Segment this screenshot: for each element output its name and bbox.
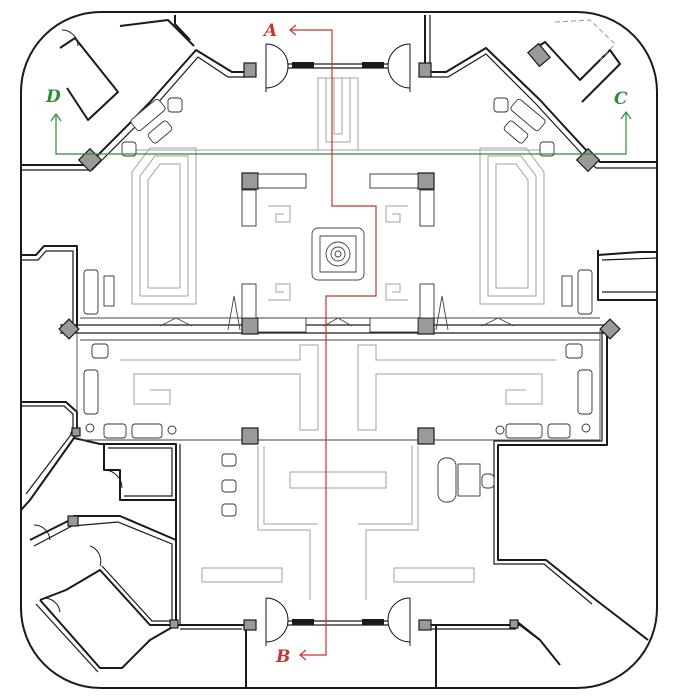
plan-frame: [20, 11, 658, 689]
section-label-a: A: [262, 21, 277, 41]
section-label-b: B: [275, 647, 290, 667]
floor-pattern-upper: [130, 77, 546, 305]
furniture: [83, 97, 593, 517]
section-label-d: D: [45, 87, 61, 107]
doors: [33, 29, 411, 646]
floor-pattern-lower: [120, 344, 556, 600]
walls: [20, 15, 658, 688]
section-line-ab: [289, 24, 377, 661]
section-line-cd: [50, 110, 632, 155]
section-label-c: C: [614, 89, 628, 109]
columns: [58, 62, 621, 631]
